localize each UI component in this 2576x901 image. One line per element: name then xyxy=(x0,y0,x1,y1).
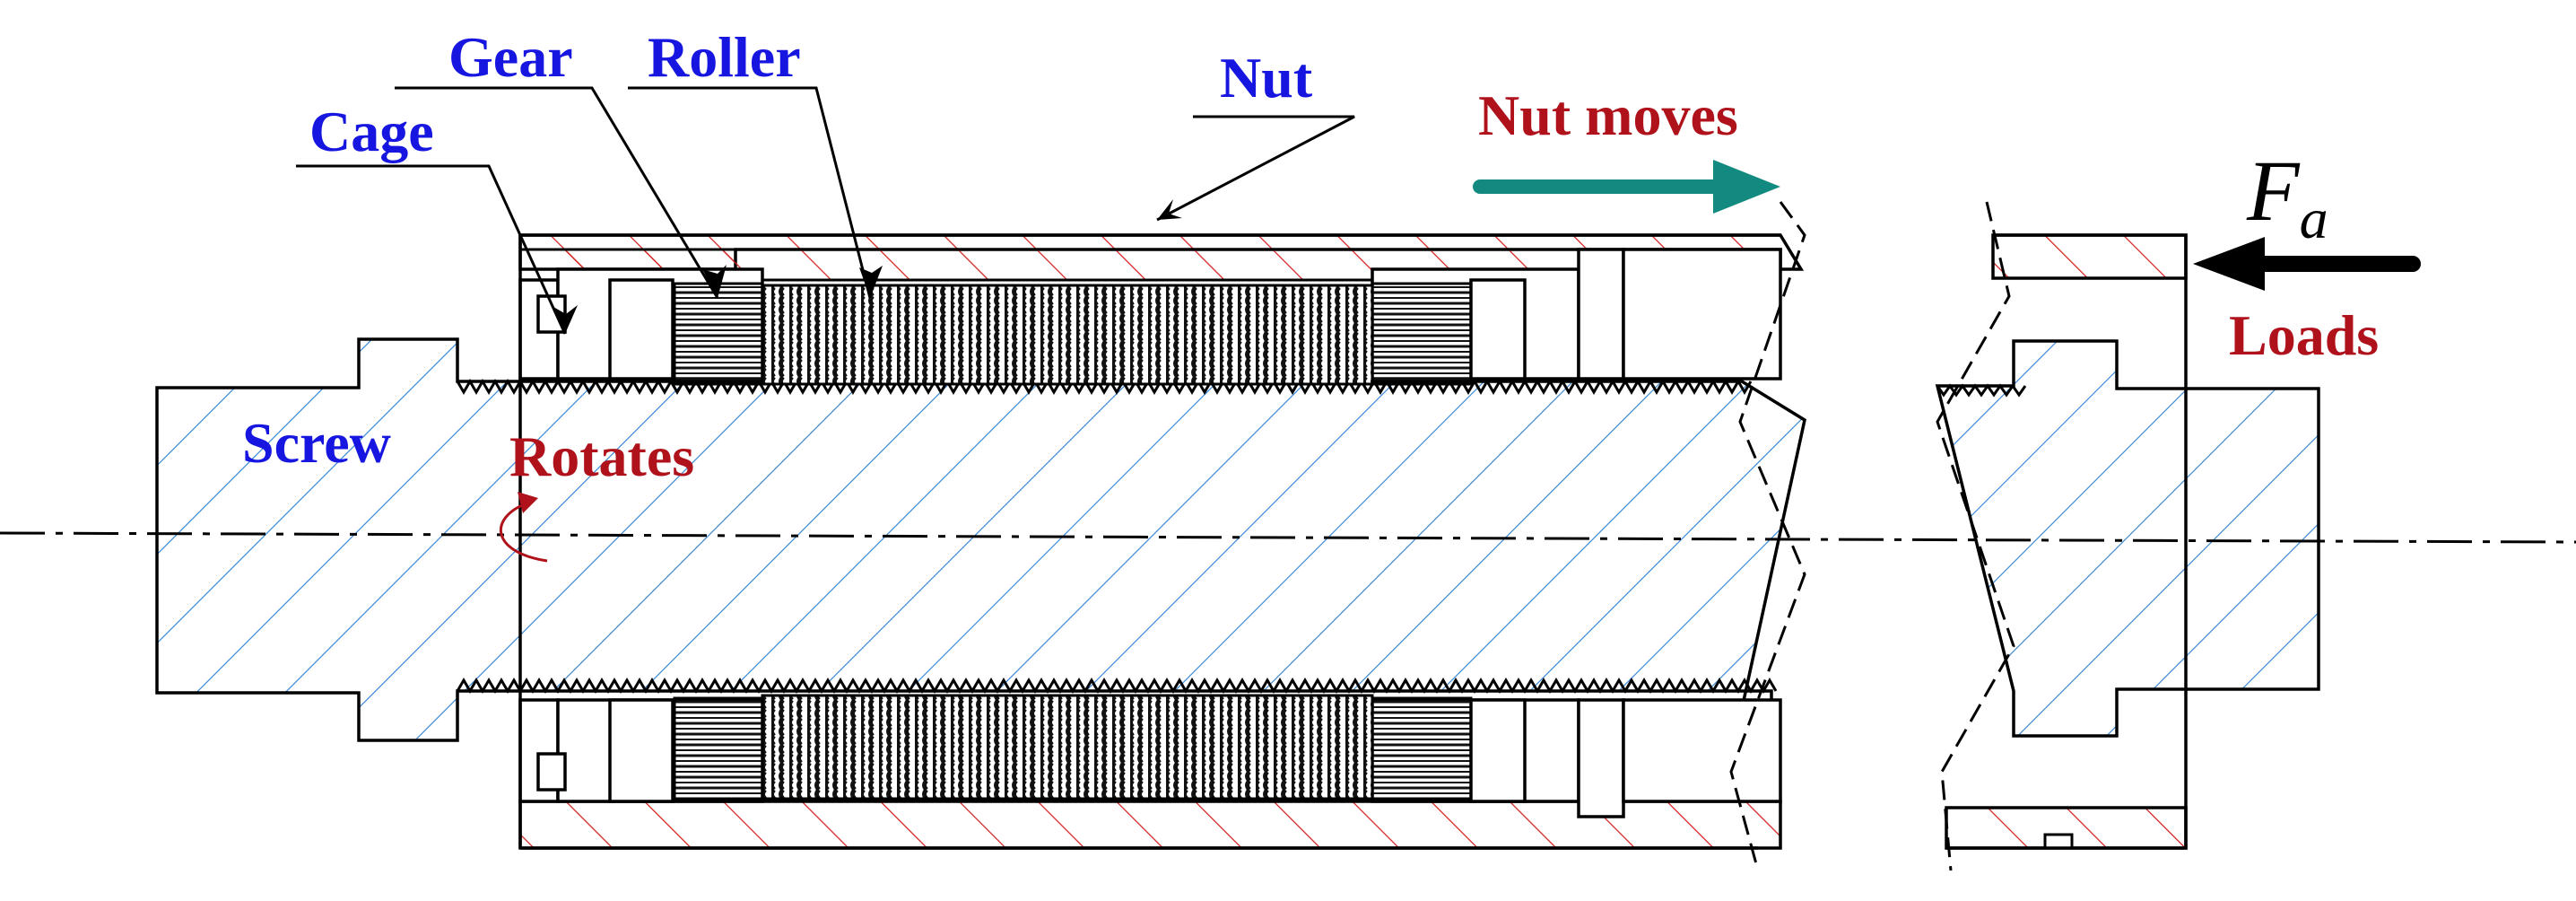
break-lines xyxy=(1729,201,2015,871)
screw-end-body xyxy=(1935,339,2320,738)
gear-label: Gear xyxy=(448,25,573,89)
nut-outline xyxy=(518,233,2188,850)
gear-left-bottom xyxy=(673,696,764,800)
cage-label: Cage xyxy=(309,100,434,163)
nut-label: Nut xyxy=(1220,46,1313,109)
screw-label: Screw xyxy=(242,411,391,475)
gear-right-top xyxy=(1371,282,1473,386)
gear-right-bottom xyxy=(1371,696,1473,800)
roller-leader xyxy=(628,86,872,299)
nut-moves-label: Nut moves xyxy=(1478,83,1738,147)
force-symbol: F xyxy=(2246,143,2301,239)
loads-label: Loads xyxy=(2229,303,2379,367)
roller-bottom xyxy=(761,694,1374,800)
curved-rotation-arrow-icon xyxy=(499,492,548,563)
roller-top xyxy=(761,284,1374,386)
cage-leader xyxy=(296,164,567,335)
leader-lines xyxy=(296,86,1355,335)
center-axis xyxy=(0,531,2576,544)
roller-label: Roller xyxy=(648,25,801,89)
gear-left-top xyxy=(673,282,764,386)
nut-leader xyxy=(1156,115,1355,222)
black-left-arrow-icon xyxy=(2193,237,2421,291)
force-subscript: a xyxy=(2300,187,2328,250)
force-label: Fa xyxy=(2246,143,2328,250)
rotates-label: Rotates xyxy=(509,424,694,488)
gear-leader xyxy=(395,86,719,299)
screw-body xyxy=(155,337,1806,755)
leader-arrowheads xyxy=(553,199,1182,334)
teal-right-arrow-icon xyxy=(1473,160,1780,214)
